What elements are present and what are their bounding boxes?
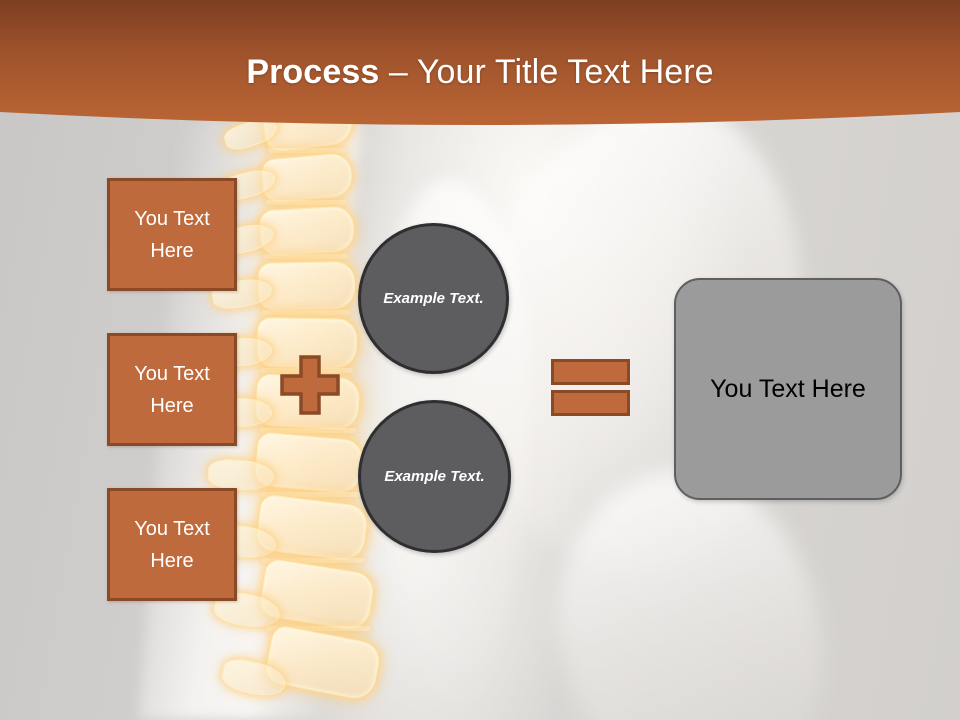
intervertebral-disc (264, 254, 348, 259)
slide-header-band: Process – Your Title Text Here (0, 0, 960, 132)
page-title-emphasis: Process (246, 53, 380, 91)
result-box-label: You Text Here (710, 374, 866, 403)
plus-icon (280, 355, 340, 415)
intervertebral-disc (268, 148, 346, 153)
header-shape (0, 0, 960, 125)
example-circle-2-label: Example Text. (384, 467, 485, 485)
input-box-2[interactable]: You Text Here (107, 333, 237, 446)
input-box-1-label: You Text Here (134, 207, 210, 262)
intervertebral-disc (266, 200, 346, 205)
equals-bar-top (551, 359, 630, 385)
intervertebral-disc (266, 626, 370, 631)
input-box-1[interactable]: You Text Here (107, 178, 237, 291)
page-title: Process – Your Title Text Here (0, 52, 960, 92)
input-box-3-label: You Text Here (134, 517, 210, 572)
example-circle-2[interactable]: Example Text. (358, 400, 511, 553)
equals-icon (551, 359, 630, 416)
intervertebral-disc (260, 492, 360, 497)
result-box[interactable]: You Text Here (674, 278, 902, 500)
input-box-3[interactable]: You Text Here (107, 488, 237, 601)
vertebra (258, 205, 356, 257)
input-box-2-label: You Text Here (134, 362, 210, 417)
vertebra (253, 431, 365, 495)
intervertebral-disc (260, 428, 356, 433)
plus-sign-shape (280, 355, 340, 415)
equals-bar-bottom (551, 390, 630, 416)
intervertebral-disc (262, 558, 364, 563)
spine-illustration (207, 100, 470, 720)
example-circle-1[interactable]: Example Text. (358, 223, 509, 374)
intervertebral-disc (262, 310, 350, 315)
example-circle-1-label: Example Text. (383, 289, 484, 307)
vertebra (257, 261, 356, 311)
page-title-rest: – Your Title Text Here (379, 53, 714, 91)
